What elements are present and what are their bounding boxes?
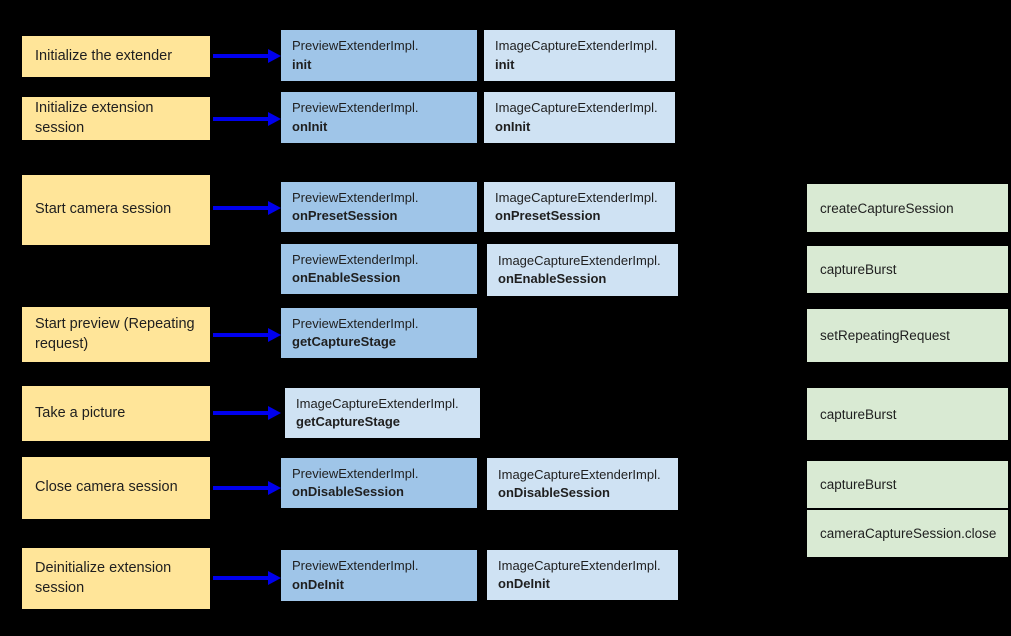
api-call-label: captureBurst [820,262,897,277]
step-label: Close camera session [35,479,178,496]
camera2-captureburst-box: captureBurst [807,461,1008,508]
preview-extender-onenablesession-box: PreviewExtenderImpl. onEnableSession [281,244,477,294]
class-name: ImageCaptureExtenderImpl. [495,38,658,54]
api-call-label: createCaptureSession [820,200,954,216]
preview-extender-ondisablesession-box: PreviewExtenderImpl. onDisableSession [281,458,477,508]
method-name: getCaptureStage [292,334,397,349]
image-capture-extender-ondeinit-box: ImageCaptureExtenderImpl. onDeInit [487,550,678,600]
image-capture-extender-getcapturestage-box: ImageCaptureExtenderImpl. getCaptureStag… [285,388,480,438]
method-name: onDisableSession [498,485,610,500]
arrow-start-preview [213,328,281,342]
image-capture-extender-oninit-box: ImageCaptureExtenderImpl. onInit [484,92,675,143]
camera2-cameracapturesession-close-box: cameraCaptureSession.close [807,510,1008,557]
step-label: Initialize the extender [35,47,173,64]
arrow-start-camera-session [213,201,281,215]
step-label: Deinitialize extension session [35,559,172,596]
method-name: onDeInit [498,576,550,591]
arrow-close-camera-session [213,481,281,495]
image-capture-extender-onenablesession-box: ImageCaptureExtenderImpl. onEnableSessio… [487,244,678,296]
preview-extender-ondeinit-box: PreviewExtenderImpl. onDeInit [281,550,477,601]
step-initialize-extension-session: Initialize extension session [22,97,210,140]
preview-extender-onpresetsession-box: PreviewExtenderImpl. onPresetSession [281,182,477,232]
method-name: getCaptureStage [296,414,401,429]
image-capture-extender-ondisablesession-box: ImageCaptureExtenderImpl. onDisableSessi… [487,458,678,510]
api-call-label: cameraCaptureSession.close [820,526,997,541]
camera2-captureburst-box: captureBurst [807,246,1008,293]
camera2-createcapturesession-box: createCaptureSession [807,184,1008,232]
class-name: ImageCaptureExtenderImpl. [498,466,661,482]
method-name: onPresetSession [495,208,601,223]
method-name: onEnableSession [292,270,401,285]
class-name: PreviewExtenderImpl. [292,100,419,116]
class-name: PreviewExtenderImpl. [292,315,419,331]
method-name: onPresetSession [292,208,398,223]
arrow-initialize-extension-session [213,112,281,126]
api-call-label: setRepeatingRequest [820,328,950,343]
class-name: ImageCaptureExtenderImpl. [495,100,658,116]
step-deinitialize-extension-session: Deinitialize extension session [22,548,210,609]
preview-extender-oninit-box: PreviewExtenderImpl. onInit [281,92,477,143]
method-name: onEnableSession [498,271,607,286]
method-name: onInit [495,118,531,134]
arrow-take-a-picture [213,406,281,420]
step-label: Start preview (Repeating request) [35,315,195,352]
class-name: ImageCaptureExtenderImpl. [498,252,661,268]
class-name: PreviewExtenderImpl. [292,251,419,267]
class-name: ImageCaptureExtenderImpl. [296,395,459,411]
step-label: Start camera session [35,201,172,218]
image-capture-extender-init-box: ImageCaptureExtenderImpl. init [484,30,675,81]
camera2-setrepeatingrequest-box: setRepeatingRequest [807,309,1008,362]
preview-extender-init-box: PreviewExtenderImpl. init [281,30,477,81]
camera2-captureburst-box: captureBurst [807,388,1008,440]
step-close-camera-session: Close camera session [22,457,210,519]
method-name: init [292,56,312,72]
step-initialize-extender: Initialize the extender [22,36,210,77]
step-label: Initialize extension session [35,99,154,136]
arrow-initialize-extender [213,49,281,63]
step-start-camera-session: Start camera session [22,175,210,245]
class-name: PreviewExtenderImpl. [292,38,419,54]
class-name: PreviewExtenderImpl. [292,558,419,574]
class-name: ImageCaptureExtenderImpl. [495,189,658,205]
api-call-label: captureBurst [820,406,897,422]
method-name: onInit [292,118,328,134]
class-name: PreviewExtenderImpl. [292,189,419,205]
method-name: onDisableSession [292,484,404,499]
class-name: PreviewExtenderImpl. [292,465,419,481]
image-capture-extender-onpresetsession-box: ImageCaptureExtenderImpl. onPresetSessio… [484,182,675,232]
step-take-a-picture: Take a picture [22,386,210,441]
arrow-deinitialize-extension-session [213,571,281,585]
step-label: Take a picture [35,404,126,421]
step-start-preview: Start preview (Repeating request) [22,307,210,362]
method-name: init [495,56,515,72]
preview-extender-getcapturestage-box: PreviewExtenderImpl. getCaptureStage [281,308,477,358]
method-name: onDeInit [292,576,344,592]
class-name: ImageCaptureExtenderImpl. [498,557,661,573]
api-call-label: captureBurst [820,477,897,492]
